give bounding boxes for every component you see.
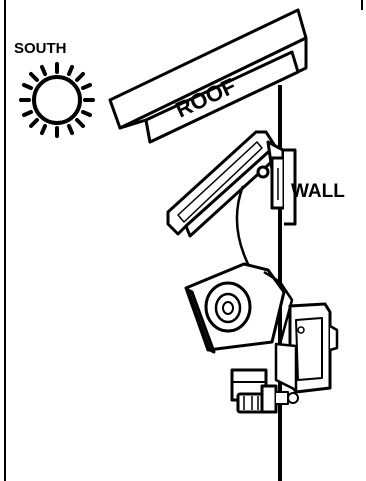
sun-icon	[19, 62, 95, 138]
pir-motion-sensor-icon	[230, 368, 299, 414]
power-cable	[235, 185, 254, 273]
roof	[108, 8, 308, 144]
wall-mount-housing	[274, 302, 339, 394]
floodlight-camera-icon	[184, 262, 294, 354]
solar-panel-icon	[166, 130, 285, 238]
wall-bracket-icon	[270, 148, 297, 226]
south-label: SOUTH	[14, 40, 67, 57]
frame-lines	[4, 0, 363, 481]
wall-label: WALL	[291, 181, 345, 202]
